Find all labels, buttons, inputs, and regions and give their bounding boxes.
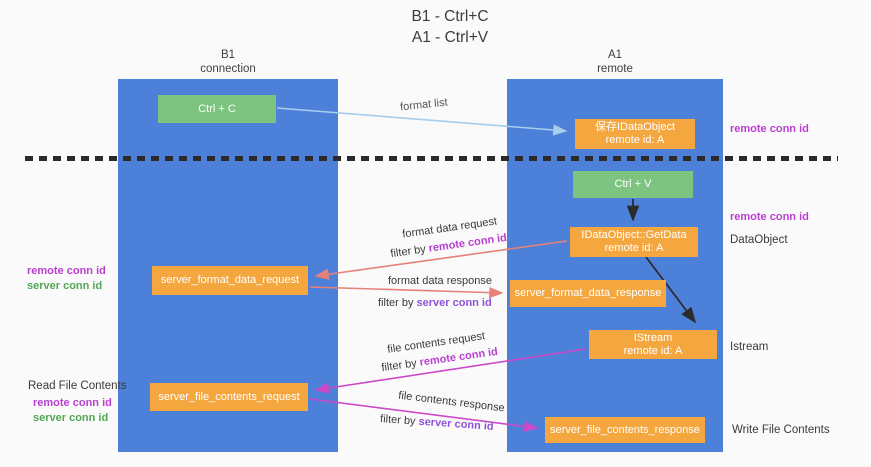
lifeline-b1-name: B1 <box>220 49 236 61</box>
title-line-1: B1 - Ctrl+C <box>411 8 489 25</box>
filter-key-server-conn-id-1: server conn id <box>416 297 492 309</box>
node-idataobject-getdata: IDataObject::GetData remote id: A <box>570 227 698 257</box>
lifeline-a1-role: remote <box>597 63 633 75</box>
title-line-2: A1 - Ctrl+V <box>411 29 489 46</box>
filter-key-server-conn-id-2: server conn id <box>418 415 494 433</box>
filter-by-text-1: filter by <box>389 242 430 261</box>
node-server-file-contents-request-label: server_file_contents_request <box>158 390 300 403</box>
diagram-title: B1 - Ctrl+C A1 - Ctrl+V <box>350 6 550 48</box>
annotation-istream: Istream <box>730 341 769 353</box>
node-server-format-data-request: server_format_data_request <box>152 266 308 295</box>
session-divider-dashed-line <box>25 156 838 161</box>
node-save-idataobject-line2: remote id: A <box>605 134 665 146</box>
label-format-data-response: format data response <box>388 275 492 287</box>
lifeline-header-b1: B1 connection <box>118 48 338 76</box>
annotation-left-server-conn-id-2: server conn id <box>33 412 109 424</box>
label-file-contents-response: file contents response <box>397 389 506 415</box>
label-format-list: format list <box>399 96 449 114</box>
filter-by-text-3: filter by <box>380 356 421 375</box>
lifeline-header-a1: A1 remote <box>507 48 723 76</box>
node-getdata-line2: remote id: A <box>604 242 664 254</box>
annotation-remote-conn-id-mid: remote conn id <box>730 211 809 223</box>
node-server-file-contents-request: server_file_contents_request <box>150 383 308 411</box>
annotation-remote-conn-id-top: remote conn id <box>730 123 809 135</box>
node-getdata-line1: IDataObject::GetData <box>581 229 687 241</box>
node-save-idataobject: 保存IDataObject remote id: A <box>575 119 695 149</box>
lifeline-b1-role: connection <box>200 63 256 75</box>
arrow-format-data-response <box>309 286 504 299</box>
node-istream-line2: remote id: A <box>623 344 683 357</box>
annotation-write-file-contents: Write File Contents <box>732 424 830 436</box>
annotation-left-remote-conn-id-2: remote conn id <box>33 397 112 409</box>
label-format-data-response-filter: filter by server conn id <box>378 297 492 309</box>
filter-by-text-2: filter by <box>378 297 417 309</box>
node-server-file-contents-response: server_file_contents_response <box>545 417 705 443</box>
filter-by-text-4: filter by <box>379 413 419 428</box>
node-istream-line1: IStream <box>633 331 673 344</box>
lifeline-a1-name: A1 <box>607 49 623 61</box>
node-ctrl-v: Ctrl + V <box>573 171 693 198</box>
node-server-format-data-response-label: server_format_data_response <box>514 287 662 299</box>
node-ctrl-c-label: Ctrl + C <box>198 102 236 115</box>
annotation-left-remote-conn-id: remote conn id <box>27 265 106 277</box>
node-istream: IStream remote id: A <box>589 330 717 359</box>
node-server-file-contents-response-label: server_file_contents_response <box>550 423 700 436</box>
node-ctrl-c: Ctrl + C <box>158 95 276 123</box>
annotation-left-server-conn-id: server conn id <box>27 280 103 292</box>
node-server-format-data-request-label: server_format_data_request <box>160 274 300 286</box>
label-file-contents-response-filter: filter by server conn id <box>380 413 494 433</box>
node-server-format-data-response: server_format_data_response <box>510 280 666 307</box>
annotation-read-file-contents: Read File Contents <box>28 380 127 392</box>
annotation-dataobject: DataObject <box>730 234 788 246</box>
node-ctrl-v-label: Ctrl + V <box>614 178 652 190</box>
node-save-idataobject-line1: 保存IDataObject <box>594 121 676 133</box>
